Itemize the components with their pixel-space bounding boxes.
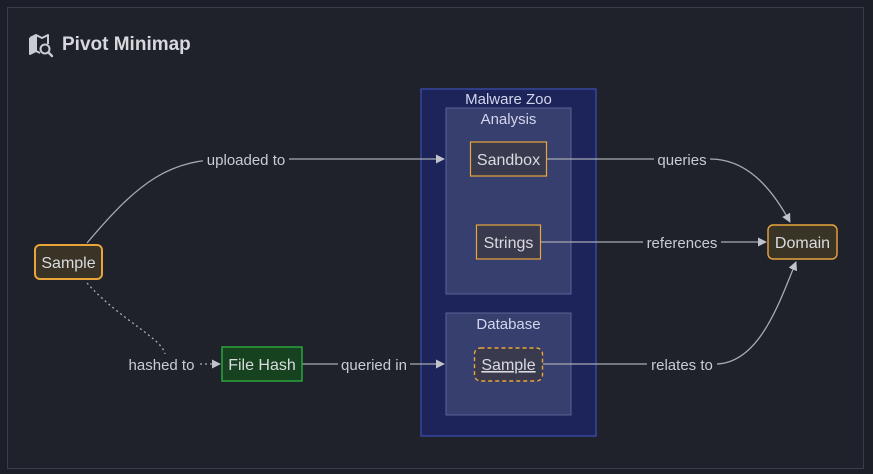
group-label-malware-zoo: Malware Zoo xyxy=(465,91,552,108)
svg-text:relates to: relates to xyxy=(651,357,713,374)
edge-relates-to[interactable] xyxy=(543,261,798,365)
node-file-hash[interactable]: File Hash xyxy=(221,346,303,382)
group-analysis[interactable]: Analysis xyxy=(445,107,572,295)
edge-label-hashed-to: hashed to xyxy=(125,354,198,374)
svg-text:Sandbox: Sandbox xyxy=(477,152,540,169)
node-sample-db[interactable]: Sample xyxy=(473,347,544,382)
svg-text:references: references xyxy=(647,235,718,252)
edge-queries[interactable] xyxy=(547,158,791,223)
edge-label-queried-in: queried in xyxy=(338,354,410,374)
svg-text:Sample: Sample xyxy=(481,357,535,374)
map-search-icon xyxy=(29,34,54,58)
svg-text:uploaded to: uploaded to xyxy=(207,152,285,169)
edge-label-references: references xyxy=(643,232,721,252)
svg-text:Sample: Sample xyxy=(41,255,95,272)
edge-label-uploaded-to: uploaded to xyxy=(203,149,289,169)
edge-uploaded-to[interactable] xyxy=(86,154,445,244)
group-label-analysis: Analysis xyxy=(481,111,537,128)
panel-header: Pivot Minimap xyxy=(28,32,191,58)
node-strings[interactable]: Strings xyxy=(475,224,542,260)
svg-text:hashed to: hashed to xyxy=(129,357,195,374)
svg-text:queries: queries xyxy=(657,152,706,169)
svg-text:queried in: queried in xyxy=(341,357,407,374)
node-sandbox[interactable]: Sandbox xyxy=(469,141,548,177)
edge-label-queries: queries xyxy=(654,149,710,169)
edge-label-relates-to: relates to xyxy=(647,354,717,374)
node-domain[interactable]: Domain xyxy=(767,224,838,260)
svg-text:Strings: Strings xyxy=(484,235,534,252)
group-label-database: Database xyxy=(476,316,540,333)
svg-text:File Hash: File Hash xyxy=(228,357,296,374)
svg-text:Domain: Domain xyxy=(775,235,830,252)
node-sample-source[interactable]: Sample xyxy=(34,244,103,280)
page-title: Pivot Minimap xyxy=(62,34,191,55)
edge-hashed-to[interactable] xyxy=(86,282,166,356)
